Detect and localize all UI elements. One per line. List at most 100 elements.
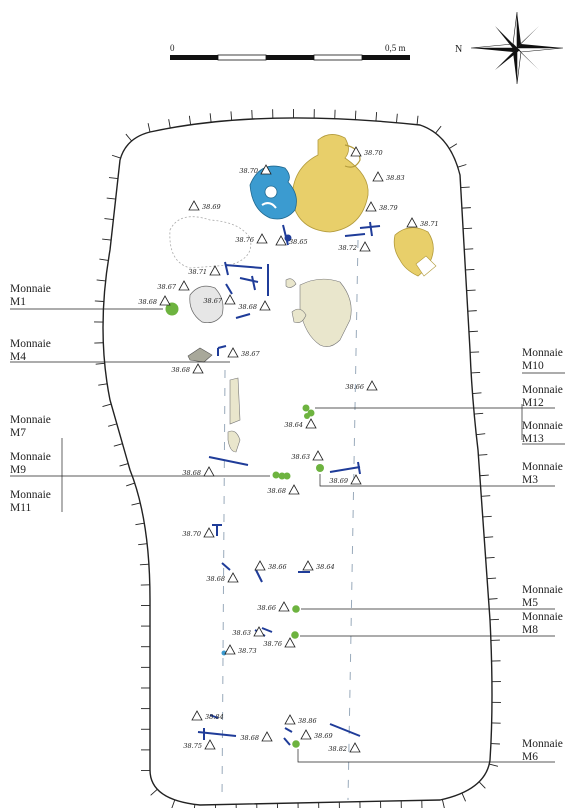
altitude-triangle <box>284 714 296 725</box>
altitude-label: 38.64 <box>316 563 335 571</box>
bone-fragments <box>227 278 352 453</box>
altitude-triangle <box>159 295 171 306</box>
altitude-label: 38.68 <box>267 487 286 495</box>
altitude-label: 38.70 <box>364 149 383 157</box>
scale-start-label: 0 <box>170 43 175 53</box>
altitude-triangle <box>191 710 203 721</box>
altitude-triangle <box>278 601 290 612</box>
altitude-label: 38.86 <box>298 717 317 725</box>
altitude-triangle <box>209 265 221 276</box>
altitude-label: 38.67 <box>241 350 260 358</box>
altitude-label: 38.66 <box>345 383 364 391</box>
altitude-label: 38.66 <box>257 604 276 612</box>
blue-object <box>249 165 297 220</box>
scale-bar: 0 0,5 m <box>170 43 410 61</box>
altitude-triangle <box>224 294 236 305</box>
altitude-label: 38.65 <box>289 238 308 246</box>
altitude-label: 38.73 <box>238 647 257 655</box>
altitude-label: 38.71 <box>188 268 207 276</box>
altitude-triangle <box>284 637 296 648</box>
altitude-label: 38.68 <box>182 469 201 477</box>
altitude-triangle <box>256 233 268 244</box>
altitude-triangle <box>203 466 215 477</box>
altitude-label: 38.67 <box>203 297 222 305</box>
altitude-triangle <box>349 742 361 753</box>
altitude-triangle <box>365 201 377 212</box>
altitude-triangle <box>254 560 266 571</box>
altitude-label: 38.68 <box>238 303 257 311</box>
altitude-label: 38.71 <box>420 220 439 228</box>
altitude-label: 38.79 <box>379 204 398 212</box>
altitude-triangle <box>253 626 265 637</box>
altitude-label: 38.76 <box>235 236 254 244</box>
altitude-label: 38.70 <box>239 167 258 175</box>
grave-outline <box>94 108 501 808</box>
altitude-triangle <box>178 280 190 291</box>
altitude-triangle <box>305 418 317 429</box>
altitude-label: 38.84 <box>205 713 224 721</box>
altitude-markers: 38.70 38.70 38.83 38.69 38.79 38.71 38.76 38.65… <box>138 146 439 753</box>
altitude-triangle <box>275 235 287 246</box>
altitude-label: 38.82 <box>328 745 347 753</box>
altitude-triangle <box>366 380 378 391</box>
altitude-label: 38.68 <box>138 298 157 306</box>
altitude-triangle <box>406 217 418 228</box>
leader-lines <box>10 308 565 763</box>
altitude-label: 38.67 <box>157 283 176 291</box>
altitude-triangle <box>188 200 200 211</box>
altitude-triangle <box>192 363 204 374</box>
amphora <box>291 134 437 277</box>
scale-end-label: 0,5 m <box>385 43 406 53</box>
dotted-outline <box>169 216 252 269</box>
coins <box>165 302 324 748</box>
nail-dot <box>284 234 292 242</box>
altitude-triangle <box>224 644 236 655</box>
altitude-triangle <box>350 146 362 157</box>
altitude-label: 38.75 <box>183 742 202 750</box>
north-arrow: N <box>455 11 564 85</box>
altitude-triangle <box>300 729 312 740</box>
altitude-label: 38.69 <box>314 732 333 740</box>
stone-dark <box>187 347 213 363</box>
altitude-triangle <box>261 731 273 742</box>
altitude-triangle <box>359 241 371 252</box>
altitude-label: 38.68 <box>171 366 190 374</box>
altitude-triangle <box>227 572 239 583</box>
altitude-triangle <box>302 560 314 571</box>
altitude-triangle <box>372 171 384 182</box>
altitude-label: 38.83 <box>386 174 405 182</box>
altitude-label: 38.66 <box>268 563 287 571</box>
altitude-label: 38.69 <box>329 477 348 485</box>
altitude-label: 38.63 <box>232 629 251 637</box>
altitude-triangle <box>204 739 216 750</box>
altitude-triangle <box>350 474 362 485</box>
altitude-label: 38.68 <box>240 734 259 742</box>
altitude-label: 38.63 <box>291 453 310 461</box>
altitude-triangle <box>259 300 271 311</box>
altitude-triangle <box>312 450 324 461</box>
altitude-label: 38.68 <box>206 575 225 583</box>
altitude-triangle <box>260 164 272 175</box>
altitude-triangle <box>203 527 215 538</box>
altitude-label: 38.69 <box>202 203 221 211</box>
axis-lines <box>221 239 359 801</box>
altitude-label: 38.72 <box>338 244 357 252</box>
altitude-triangle <box>288 484 300 495</box>
stone-grey <box>189 285 224 324</box>
north-label: N <box>455 44 462 55</box>
altitude-label: 38.70 <box>182 530 201 538</box>
altitude-triangle <box>227 347 239 358</box>
